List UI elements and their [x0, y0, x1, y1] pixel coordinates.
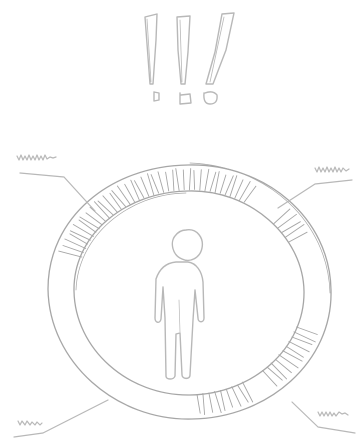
exclamation-dot-right [204, 92, 217, 104]
hatch-stroke [63, 246, 83, 253]
leader-line-top-right [278, 180, 352, 208]
callout-top-left [17, 155, 95, 211]
exclamation-bar-left [145, 14, 157, 84]
exclamation-dot-middle [180, 93, 191, 104]
hatch-stroke [173, 170, 174, 190]
hatch-stroke [225, 176, 233, 195]
leader-line-bottom-left [14, 400, 108, 437]
hatch-stroke [176, 169, 179, 191]
hatch-stroke [215, 172, 219, 193]
callout-bottom-right [292, 402, 355, 433]
person-figure-icon [155, 230, 204, 379]
hatch-stroke [183, 170, 184, 190]
hatch-stroke [194, 171, 195, 190]
hatch-stroke [189, 169, 190, 190]
exclamation-dot-left [154, 92, 159, 101]
hatch-stroke [263, 370, 277, 386]
hatch-stroke [289, 232, 307, 242]
hatch-stroke [203, 393, 205, 414]
exclamation-bar-right [206, 13, 234, 84]
hatch-stroke [135, 181, 144, 198]
hatch-stroke [200, 170, 202, 190]
leader-line-bottom-right [292, 402, 355, 433]
hatch-stroke [90, 207, 106, 222]
callout-top-right [278, 167, 352, 208]
hatch-stroke [86, 213, 102, 225]
hatch-stroke [292, 337, 312, 345]
hatch-stroke [221, 390, 226, 410]
hatch-stroke [279, 355, 298, 368]
hatch-stroke [243, 382, 253, 402]
hatch-stroke [110, 193, 121, 209]
hatch-stroke [73, 225, 93, 237]
hatch-stroke [148, 174, 154, 195]
ring-outer [48, 165, 331, 419]
person-head [172, 230, 202, 261]
squiggle-label-top-right [315, 167, 349, 172]
squiggle-label-bottom-left [18, 421, 42, 425]
squiggle-label-top-left [17, 155, 56, 160]
hatch-stroke [158, 172, 164, 193]
hatch-stroke [237, 385, 248, 402]
hatch-stroke [297, 327, 318, 335]
hatch-stroke [197, 395, 200, 414]
hatch-stroke [59, 251, 82, 257]
hatch-stroke [215, 391, 222, 412]
hatch-stroke [209, 393, 213, 412]
hatch-stroke [230, 176, 237, 197]
exclamation-bar-middle [177, 16, 190, 84]
hatch-stroke [117, 186, 130, 205]
hatch-stroke [103, 196, 118, 213]
exclamation-marks-icon [145, 13, 234, 104]
hatch-stroke [210, 172, 216, 191]
hatch-stroke [232, 387, 241, 407]
hatch-stroke [294, 332, 315, 342]
hatch-stroke [205, 169, 209, 191]
hatch-stroke [271, 363, 287, 379]
squiggle-label-bottom-right [318, 412, 348, 416]
ring-inner [74, 191, 304, 395]
callout-bottom-left [14, 400, 108, 437]
hatch-stroke [220, 175, 226, 193]
hatch-stroke [166, 172, 169, 191]
hatch-stroke [141, 177, 149, 196]
hatch-stroke [226, 389, 232, 407]
